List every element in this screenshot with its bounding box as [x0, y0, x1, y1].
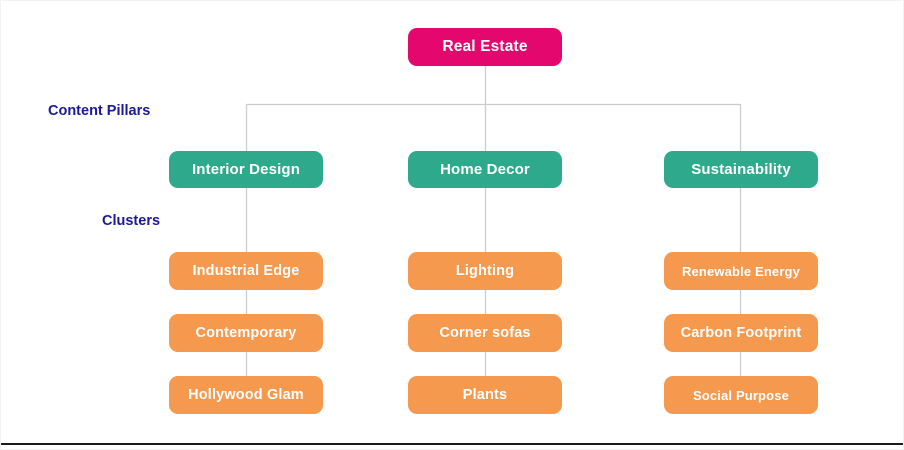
- node-cluster-renewable-energy[interactable]: Renewable Energy: [664, 252, 818, 290]
- node-cluster-label: Social Purpose: [692, 387, 790, 403]
- node-cluster-hollywood-glam[interactable]: Hollywood Glam: [169, 376, 323, 414]
- section-label-clusters: Clusters: [102, 213, 161, 229]
- node-cluster-label: Industrial Edge: [192, 262, 300, 279]
- node-cluster-label: Lighting: [455, 262, 515, 279]
- node-cluster-label: Plants: [462, 386, 508, 403]
- node-pillar-interior-design[interactable]: Interior Design: [169, 151, 323, 188]
- node-cluster-label: Renewable Energy: [682, 263, 800, 279]
- node-root[interactable]: Real Estate: [408, 28, 562, 66]
- node-pillar-label: Home Decor: [440, 161, 530, 178]
- node-cluster-lighting[interactable]: Lighting: [408, 252, 562, 290]
- node-pillar-home-decor[interactable]: Home Decor: [408, 151, 562, 188]
- node-cluster-label: Corner sofas: [439, 324, 531, 341]
- node-cluster-carbon-footprint[interactable]: Carbon Footprint: [664, 314, 818, 352]
- node-cluster-label: Hollywood Glam: [188, 386, 304, 403]
- node-pillar-sustainability[interactable]: Sustainability: [664, 151, 818, 188]
- node-root-label: Real Estate: [442, 38, 528, 56]
- node-cluster-industrial-edge[interactable]: Industrial Edge: [169, 252, 323, 290]
- node-cluster-social-purpose[interactable]: Social Purpose: [664, 376, 818, 414]
- node-pillar-label: Interior Design: [191, 161, 301, 178]
- node-pillar-label: Sustainability: [691, 161, 791, 178]
- node-cluster-label: Carbon Footprint: [680, 324, 802, 341]
- node-cluster-plants[interactable]: Plants: [408, 376, 562, 414]
- bottom-divider: [1, 443, 903, 445]
- node-cluster-label: Contemporary: [195, 324, 297, 341]
- section-label-content-pillars: Content Pillars: [48, 103, 151, 119]
- node-cluster-contemporary[interactable]: Contemporary: [169, 314, 323, 352]
- node-cluster-corner-sofas[interactable]: Corner sofas: [408, 314, 562, 352]
